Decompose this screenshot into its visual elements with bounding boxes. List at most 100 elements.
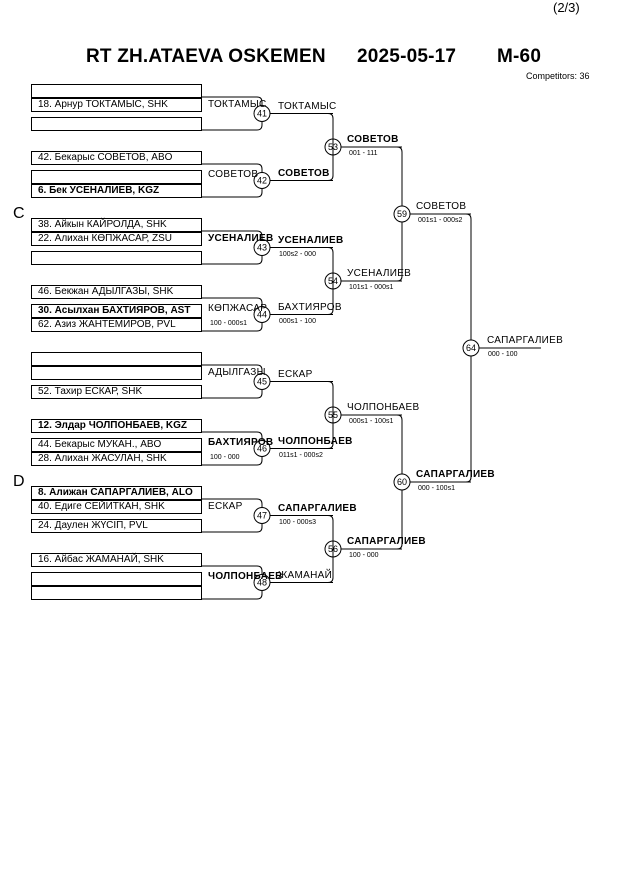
region-label-d: D (13, 473, 25, 490)
match-score: 100s2 - 000 (279, 250, 316, 258)
match-48-number: 48 (257, 578, 267, 588)
match-winner: УСЕНАЛИЕВ (347, 268, 412, 279)
entrant-slot (31, 519, 202, 533)
match-42-number: 42 (257, 176, 267, 186)
entrant-name: 38. Айкын КАЙРОЛДА, SHK (38, 219, 167, 230)
match-winner: САПАРГАЛИЕВ (416, 469, 495, 480)
match-winner: ЕСКАР (278, 368, 313, 380)
match-winner: САПАРГАЛИЕВ (487, 335, 564, 346)
entrant-name: 40. Едиге СЕЙИТКАН, SHK (38, 501, 165, 512)
entrant-name: 62. Азиз ЖАНТЕМИРОВ, PVL (38, 319, 176, 330)
entrant-slot (31, 572, 202, 586)
page-indicator: (2/3) (553, 0, 580, 15)
match-score: 101s1 - 000s1 (349, 284, 394, 291)
entrant-name: 12. Элдар ЧОЛПОНБАЕВ, KGZ (38, 420, 188, 431)
match-winner: ТОКТАМЫС (278, 100, 337, 112)
entrant-slot (31, 170, 202, 184)
entrant-slot (31, 98, 202, 112)
entrant-slot (31, 452, 202, 466)
match-score: 000s1 - 100 (279, 317, 316, 325)
entrant-slot (31, 251, 202, 265)
entrant-name: 8. Алижан САПАРГАЛИЕВ, ALO (38, 487, 193, 498)
first-round-score: 100 - 000s1 (210, 320, 247, 327)
match-winner: БАХТИЯРОВ (278, 301, 342, 313)
entrant-slot (31, 352, 202, 366)
entrant-name: 52. Тахир ЕСКАР, SHK (38, 386, 143, 397)
round3-connector (327, 113, 334, 181)
competitors-count: Competitors: 36 (526, 71, 590, 81)
match-60-number: 60 (397, 477, 407, 487)
entrant-slot (31, 304, 202, 318)
entrant-slot (31, 218, 202, 232)
first-round-winner: УСЕНАЛИЕВ (208, 233, 274, 244)
match-score: 000 - 100s1 (418, 485, 455, 492)
entrant-name: 30. Асылхан БАХТИЯРОВ, AST (38, 305, 191, 316)
match-score: 100 - 000s3 (279, 518, 316, 526)
entrant-slot (31, 84, 202, 98)
entrant-slot (31, 151, 202, 165)
entrant-name: 16. Айбас ЖАМАНАЙ, SHK (38, 554, 164, 565)
entrant-slot (31, 117, 202, 131)
round3-connector (327, 515, 334, 583)
match-score: 001 - 111 (349, 150, 378, 157)
match-45-number: 45 (257, 377, 267, 387)
first-round-winner: БАХТИЯРОВ (208, 437, 274, 448)
match-score: 000 - 100 (488, 351, 518, 358)
first-round-winner: ТОКТАМЫС (208, 99, 267, 110)
entrant-slot (31, 385, 202, 399)
first-round-winner: ЕСКАР (208, 501, 243, 512)
entrant-name: 44. Бекарыс МУКАН., ABO (38, 439, 162, 450)
entrant-slot (31, 232, 202, 246)
round3-connector (327, 381, 334, 449)
match-winner: СОВЕТОВ (347, 134, 399, 145)
match-winner: САПАРГАЛИЕВ (278, 502, 357, 514)
match-59-number: 59 (397, 209, 407, 219)
entrant-slot (31, 318, 202, 332)
entrant-slot (31, 438, 202, 452)
entrant-name: 42. Бекарыс СОВЕТОВ, ABO (38, 152, 173, 163)
match-41-number: 41 (257, 109, 267, 119)
entrant-slot (31, 419, 202, 433)
entrant-slot (31, 366, 202, 380)
first-round-score: 100 - 000 (210, 454, 240, 461)
entrant-slot (31, 553, 202, 567)
tournament-title: RT ZH.ATAEVA OSKEMEN (86, 46, 326, 67)
match-winner: УСЕНАЛИЕВ (278, 234, 344, 246)
match-winner: САПАРГАЛИЕВ (347, 536, 426, 547)
match-44-number: 44 (257, 310, 267, 320)
entrant-slot (31, 184, 202, 198)
match-winner: ЧОЛПОНБАЕВ (347, 402, 420, 413)
match-winner: ЧОЛПОНБАЕВ (278, 435, 353, 447)
match-score: 011s1 - 000s2 (279, 451, 323, 459)
region-label-c: C (13, 205, 25, 222)
match-43-number: 43 (257, 243, 267, 253)
first-round-winner: КӨПЖАСАР (208, 303, 268, 314)
entrant-slot (31, 586, 202, 600)
first-round-winner: ЧОЛПОНБАЕВ (208, 571, 283, 582)
match-score: 000s1 - 100s1 (349, 418, 394, 425)
entrant-name: 46. Бекжан АДЫЛГАЗЫ, SHK (38, 286, 174, 297)
match-winner: ЖАМАНАЙ (278, 569, 333, 581)
match-winner: СОВЕТОВ (416, 201, 467, 212)
event-date: 2025-05-17 (357, 46, 457, 67)
weight-category: M-60 (497, 46, 542, 67)
entrant-name: 18. Арнур ТОКТАМЫС, SHK (38, 99, 168, 110)
entrant-name: 24. Даулен ЖҮСІП, PVL (38, 520, 148, 531)
match-score: 100 - 000 (349, 552, 379, 559)
entrant-name: 6. Бек УСЕНАЛИЕВ, KGZ (38, 185, 160, 196)
entrant-slot (31, 285, 202, 299)
entrant-slot (31, 500, 202, 514)
match-winner: СОВЕТОВ (278, 167, 330, 179)
match-score: 001s1 - 000s2 (418, 217, 463, 224)
entrant-slot (31, 486, 202, 500)
match-46-number: 46 (257, 444, 267, 454)
first-round-winner: СОВЕТОВ (208, 169, 259, 180)
first-round-winner: АДЫЛГАЗЫ (208, 367, 266, 378)
entrant-name: 22. Алихан КӨПЖАСАР, ZSU (38, 233, 173, 244)
match-47-number: 47 (257, 511, 267, 521)
match-64-number: 64 (466, 343, 476, 353)
entrant-name: 28. Алихан ЖАСУЛАН, SHK (38, 453, 167, 464)
